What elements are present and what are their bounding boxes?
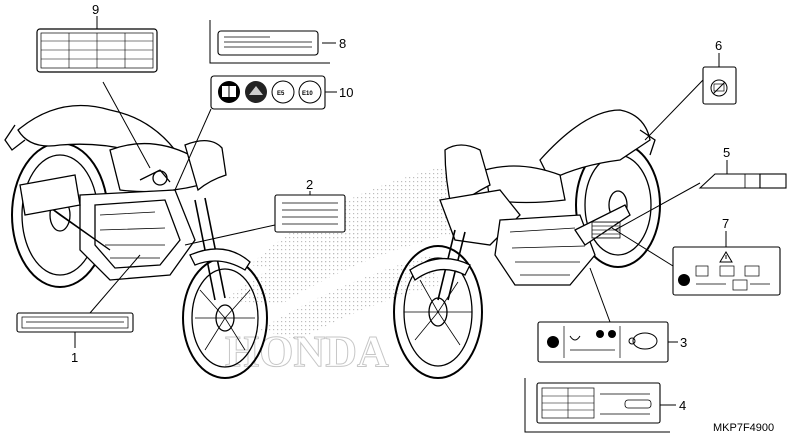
label-5 — [698, 173, 787, 189]
callout-10: 10 — [339, 85, 353, 100]
fuel-gauge-icon — [245, 81, 267, 103]
callout-6: 6 — [715, 38, 722, 53]
callout-2: 2 — [306, 177, 313, 192]
label-4 — [524, 378, 670, 433]
callout-3: 3 — [680, 335, 687, 350]
catalog-code: MKP7F4900 — [713, 422, 774, 434]
label-8 — [209, 20, 330, 64]
motorcycle-right-view — [393, 109, 661, 379]
label-2 — [274, 194, 346, 233]
callout-4: 4 — [679, 398, 686, 413]
honda-watermark-text: HONDA — [225, 327, 389, 376]
callout-5: 5 — [723, 145, 730, 160]
label-10-fuel-icons: E5 E10 — [210, 75, 326, 110]
label-9-grid — [36, 28, 158, 73]
book-icon — [218, 81, 240, 103]
e5-badge: E5 — [271, 80, 295, 104]
svg-text:E10: E10 — [302, 91, 313, 97]
label-1 — [16, 312, 134, 333]
callout-1: 1 — [71, 350, 78, 365]
label-3 — [537, 321, 669, 363]
callout-7: 7 — [722, 216, 729, 231]
svg-text:E5: E5 — [277, 91, 285, 97]
label-6 — [702, 66, 737, 105]
e10-badge: E10 — [298, 80, 322, 104]
honda-wing-watermark: HONDA — [225, 160, 470, 377]
label-7-warning — [672, 246, 781, 296]
callout-8: 8 — [339, 36, 346, 51]
motorcycle-left-view — [4, 104, 268, 379]
callout-9: 9 — [92, 2, 99, 17]
